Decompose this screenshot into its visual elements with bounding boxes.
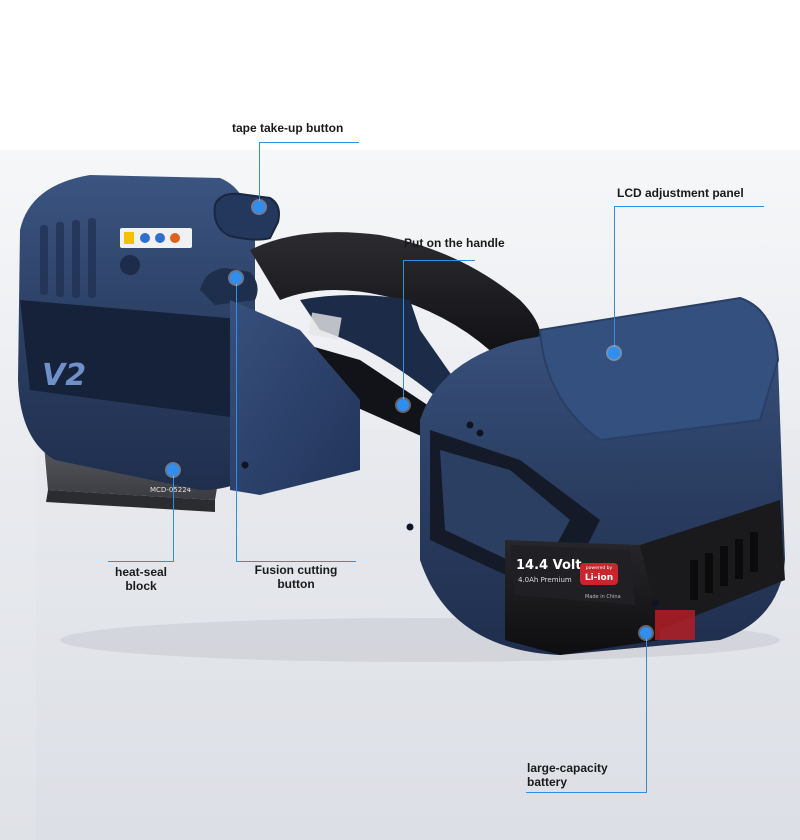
leader-handle-v bbox=[403, 260, 404, 406]
screws bbox=[241, 421, 659, 607]
housing-ribs bbox=[40, 218, 96, 298]
handle-grip bbox=[250, 232, 541, 360]
label-heat-seal-line1: heat-seal bbox=[114, 565, 168, 579]
label-fusion-cutting: Fusion cutting button bbox=[244, 563, 348, 591]
leader-fusion-v bbox=[236, 278, 237, 561]
fusion-lever bbox=[200, 268, 258, 305]
label-fusion-line1: Fusion cutting bbox=[254, 563, 338, 577]
body-center bbox=[230, 300, 360, 495]
housing-port bbox=[120, 255, 140, 275]
plate-code-text: MCD-05224 bbox=[150, 486, 192, 494]
battery-liion-badge bbox=[580, 563, 618, 585]
leader-fusion-h bbox=[236, 561, 356, 562]
leader-takeup-h bbox=[259, 142, 359, 143]
lcd-panel-cover bbox=[538, 296, 780, 442]
model-logo: V2 bbox=[42, 358, 86, 393]
takeup-button-shape bbox=[213, 192, 280, 241]
callout-dot-fusion bbox=[230, 272, 242, 284]
leader-heatseal-h bbox=[108, 561, 174, 562]
battery-voltage-text: 14.4 Volt bbox=[516, 558, 582, 573]
leader-lcd-h bbox=[614, 206, 764, 207]
label-heat-seal-line2: block bbox=[125, 579, 157, 593]
callout-dot-heatseal bbox=[167, 464, 179, 476]
label-battery-line1: large-capacity bbox=[527, 761, 608, 775]
callout-dot-lcd bbox=[608, 347, 620, 359]
battery-vents bbox=[690, 532, 758, 600]
label-handle: Put on the handle bbox=[404, 236, 505, 250]
battery-origin-text: Made in China bbox=[585, 594, 621, 600]
battery-label-panel bbox=[510, 545, 635, 605]
label-lcd-panel: LCD adjustment panel bbox=[617, 186, 744, 200]
battery-badge-text: powered by bbox=[586, 565, 613, 571]
housing-band bbox=[20, 300, 252, 420]
leader-takeup-v bbox=[259, 142, 260, 206]
leader-battery-v bbox=[646, 634, 647, 792]
handle-sticker bbox=[308, 312, 342, 340]
leader-lcd-v bbox=[614, 206, 615, 354]
base-plate-edge bbox=[46, 490, 215, 512]
battery-capacity-text: 4.0Ah Premium bbox=[518, 576, 572, 584]
callout-dot-takeup bbox=[253, 201, 265, 213]
label-battery: large-capacity battery bbox=[527, 761, 608, 789]
battery-chem-text: Li-ion bbox=[585, 573, 613, 583]
battery-red-stripe bbox=[655, 610, 695, 640]
leader-heatseal-v bbox=[173, 470, 174, 561]
callout-dot-handle bbox=[397, 399, 409, 411]
leader-handle-h bbox=[403, 260, 475, 261]
background-top bbox=[0, 0, 800, 150]
label-tape-takeup: tape take-up button bbox=[232, 121, 344, 135]
leader-battery-h bbox=[526, 792, 647, 793]
label-fusion-line2: button bbox=[277, 577, 315, 591]
callout-dot-battery bbox=[640, 627, 652, 639]
label-heat-seal: heat-seal block bbox=[105, 565, 177, 593]
label-battery-line2: battery bbox=[527, 775, 568, 789]
